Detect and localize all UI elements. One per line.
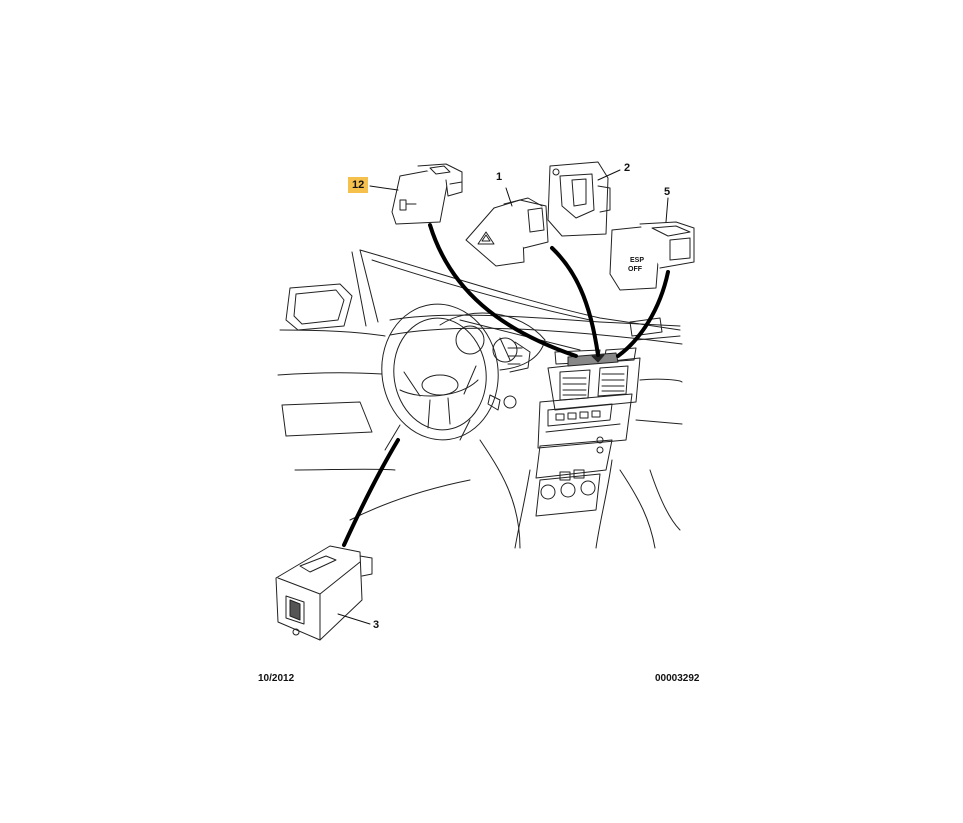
part-5-switch (609, 221, 695, 291)
esp-label-line1: ESP (630, 257, 644, 264)
footer-reference: 00003292 (655, 673, 700, 684)
footer-date: 10/2012 (258, 673, 295, 684)
callout-12[interactable]: 12 (348, 177, 369, 193)
callout-3[interactable]: 3 (373, 619, 380, 631)
esp-label-line2: OFF (628, 266, 643, 273)
callout-5[interactable]: 5 (664, 186, 671, 198)
callout-1[interactable]: 1 (496, 171, 503, 183)
callout-leaders (337, 169, 669, 625)
dashboard-sketch (277, 249, 683, 549)
part-2-bezel (547, 161, 611, 237)
part-12-switch (391, 163, 463, 225)
leader-lines (342, 223, 670, 547)
part-3-switch (275, 545, 373, 641)
part-1-switch (465, 197, 549, 267)
callout-2[interactable]: 2 (624, 162, 631, 174)
